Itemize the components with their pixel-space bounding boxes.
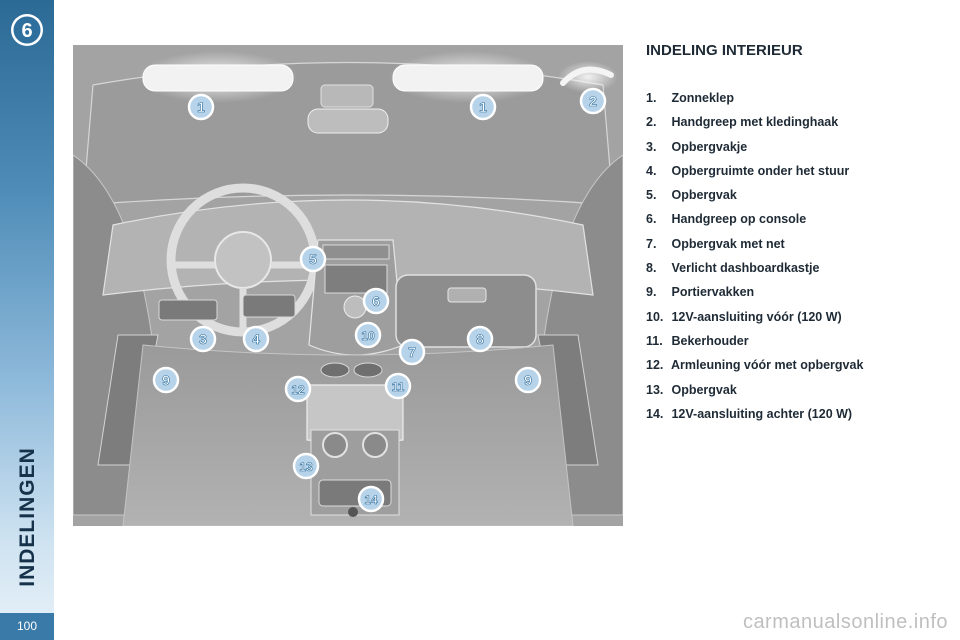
svg-text:3: 3 [199,331,207,347]
ceiling-light [320,84,374,108]
legend-number: 14. [646,406,664,421]
callout-12v-front: 10 [354,321,382,349]
svg-text:8: 8 [476,331,484,347]
cubby-under-wheel [242,294,296,318]
callout-console-handle: 6 [362,287,390,315]
legend-item: 6. Handgreep op console [646,207,863,231]
legend-number: 3. [646,139,657,154]
legend-item: 8. Verlicht dashboardkastje [646,256,863,280]
callout-sun-visor-right: 1 [469,93,497,121]
legend-label: 12V-aansluiting vóór (120 W) [671,309,842,324]
legend-label: Portiervakken [671,285,755,300]
legend-number: 9. [646,285,657,300]
svg-text:7: 7 [408,344,416,360]
legend-number: 2. [646,115,657,130]
svg-text:10: 10 [361,329,375,343]
callout-cup-holder: 11 [384,372,412,400]
legend-label: 12V-aansluiting achter (120 W) [671,406,853,421]
legend-number: 1. [646,91,657,105]
callout-12v-rear: 14 [357,485,385,513]
svg-text:1: 1 [197,99,205,115]
svg-text:13: 13 [299,460,313,474]
callout-glove-box: 8 [466,325,494,353]
callout-net-storage: 7 [398,338,426,366]
legend-item: 7. Opbergvak met net [646,232,863,256]
callout-grab-handle: 2 [579,87,607,115]
legend-number: 7. [646,236,657,251]
callout-rear-storage: 13 [292,452,320,480]
legend-label: Opbergvak [671,188,737,203]
callout-door-pocket-right: 9 [514,366,542,394]
legend-number: 6. [646,212,657,227]
section-label: INDELINGEN [16,447,39,587]
legend-label: Armleuning vóór met opbergvak [671,358,864,373]
radio-panel [322,244,390,260]
legend-label: Bekerhouder [671,333,749,348]
callout-armrest: 12 [284,375,312,403]
legend-number: 4. [646,163,657,178]
cup-holder-rear [353,362,383,378]
legend-number: 11. [646,333,663,348]
legend-item: 9. Portiervakken [646,280,863,304]
legend-item: 10. 12V-aansluiting vóór (120 W) [646,305,863,329]
svg-text:9: 9 [162,372,170,388]
rear-view-mirror [307,108,389,134]
svg-text:1: 1 [479,99,487,115]
watermark: carmanualsonline.info [742,611,948,633]
legend-item: 11. Bekerhouder [646,329,863,353]
chapter-badge-icon: 6 [11,14,43,46]
svg-text:14: 14 [364,493,378,507]
sun-visor-right [392,64,544,92]
interior-illustration: 1 1 2 3 4 5 6 7 [72,45,624,527]
legend-label: Handgreep op console [671,212,807,227]
svg-text:12: 12 [291,383,305,397]
svg-text:4: 4 [252,331,260,347]
cubby-left [158,299,218,321]
legend-label: Opbergruimte onder het stuur [671,163,850,178]
svg-text:5: 5 [309,251,317,267]
svg-text:6: 6 [372,293,380,309]
legend-number: 13. [646,382,664,397]
legend-item: 3. Opbergvakje [646,135,863,159]
callout-sun-visor-left: 1 [187,93,215,121]
legend-item: 2. Handgreep met kledinghaak [646,110,863,134]
svg-text:2: 2 [589,93,597,109]
svg-text:9: 9 [524,372,532,388]
callout-cubby: 3 [189,325,217,353]
legend-item: 4. Opbergruimte onder het stuur [646,159,863,183]
legend-label: Opbergvak met net [671,236,785,251]
legend-item: 14. 12V-aansluiting achter (120 W) [646,402,863,426]
callout-storage-slot: 5 [299,245,327,273]
legend-label: Opbergvak [671,382,737,397]
interior-drawing: 1 1 2 3 4 5 6 7 [72,45,624,527]
legend-item: 5. Opbergvak [646,183,863,207]
callout-under-wheel: 4 [242,325,270,353]
legend-label: Verlicht dashboardkastje [671,261,820,276]
glove-box [395,274,537,348]
sun-visor-left [142,64,294,92]
legend-list: 1. Zonneklep 2. Handgreep met kledinghaa… [646,86,863,426]
legend-label: Zonneklep [671,91,734,105]
grab-handle [560,66,614,86]
legend-number: 5. [646,188,657,203]
legend-item: 1. Zonneklep [646,86,863,110]
legend-item: 12. Armleuning vóór met opbergvak [646,353,863,377]
gear-knob [343,295,367,319]
legend-number: 12. [646,358,664,373]
callout-door-pocket-left: 9 [152,366,180,394]
chapter-sidebar: 6 INDELINGEN 100 [0,0,54,640]
legend-item: 13. Opbergvak [646,378,863,402]
legend-number: 10. [646,309,664,324]
legend-label: Handgreep met kledinghaak [671,115,839,130]
chapter-number: 6 [21,20,32,42]
cup-holder-front [320,362,350,378]
legend-label: Opbergvakje [671,139,748,154]
svg-text:11: 11 [392,380,405,394]
legend-number: 8. [646,261,657,276]
page-title: INDELING INTERIEUR [646,42,803,59]
page-number: 100 [0,613,54,640]
